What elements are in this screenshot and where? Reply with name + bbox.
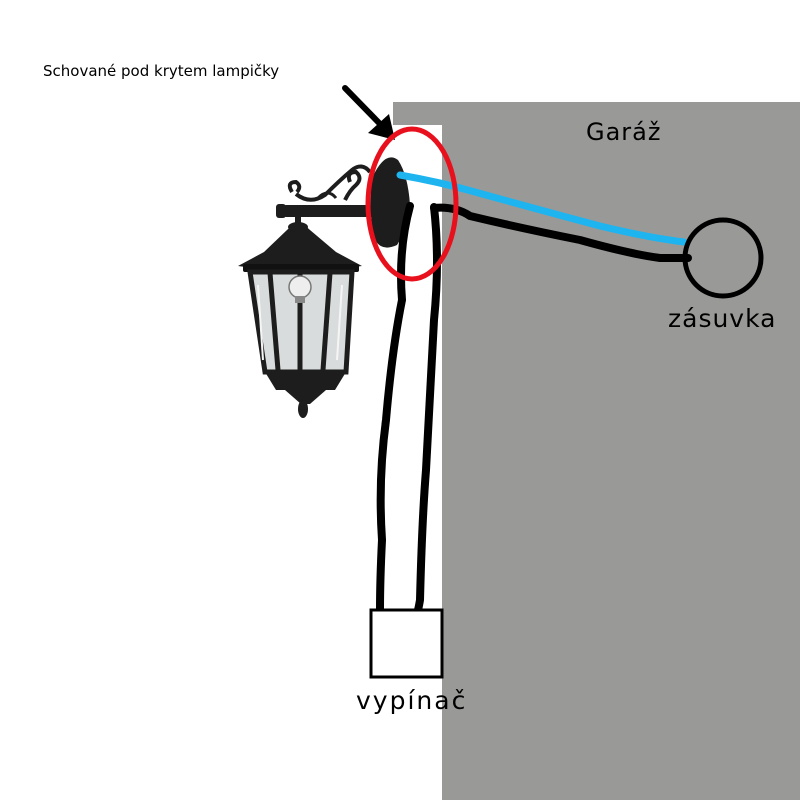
wire-blue — [396, 171, 688, 246]
socket-circle-icon — [682, 217, 764, 299]
annotation-label: Schované pod krytem lampičky — [43, 62, 279, 80]
wall-lantern-icon — [238, 157, 410, 418]
wire-wall-to-switch — [414, 203, 441, 614]
garage-label: Garáž — [586, 118, 661, 146]
socket-label: zásuvka — [668, 304, 776, 333]
wire-lamp-to-switch — [376, 202, 414, 614]
switch-box-icon — [369, 608, 444, 679]
switch-label: vypínač — [356, 686, 467, 715]
arrow-icon — [342, 85, 395, 140]
garage-wall — [393, 102, 800, 800]
highlight-circle — [365, 126, 459, 282]
